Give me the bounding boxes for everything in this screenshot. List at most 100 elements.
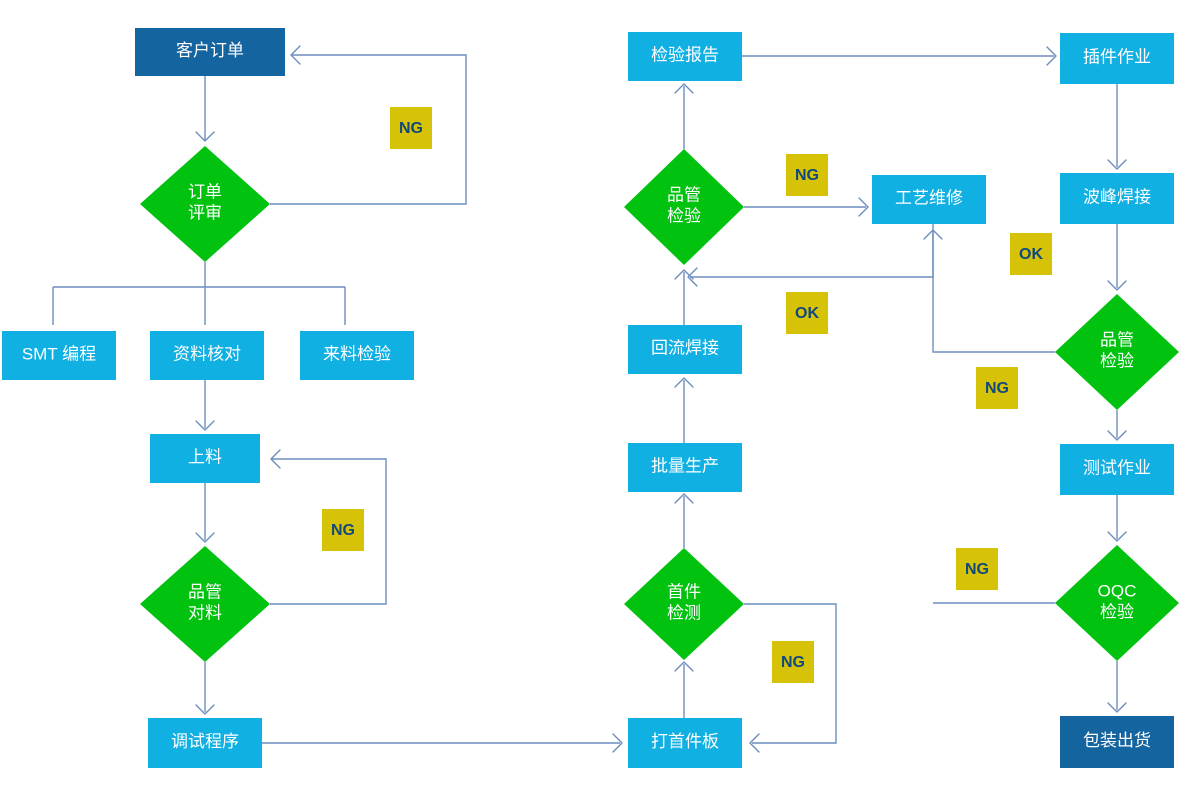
node-label: 资料核对 [173, 345, 241, 364]
flow-node-n10[interactable]: 首件检测 [624, 548, 744, 660]
edge-tag-ng: NG [322, 509, 364, 551]
process-box [628, 443, 742, 492]
flow-node-n16[interactable]: 插件作业 [1060, 33, 1174, 84]
process-box [1060, 173, 1174, 224]
process-box [150, 331, 264, 380]
decision-diamond [140, 546, 270, 662]
process-box [872, 175, 986, 224]
flow-connector [932, 232, 1055, 353]
connector-arrowhead [1107, 280, 1127, 291]
tag-background [322, 509, 364, 551]
flow-node-n18[interactable]: 品管检验 [1055, 294, 1179, 410]
connector-arrowhead [195, 704, 215, 715]
connector-arrowhead [674, 83, 694, 94]
tag-background [772, 641, 814, 683]
node-label: 插件作业 [1083, 48, 1151, 67]
node-label: SMT 编程 [22, 345, 96, 364]
decision-diamond [624, 548, 744, 660]
process-box [628, 32, 742, 81]
tag-label: NG [795, 167, 819, 184]
connector-arrowhead [195, 420, 215, 431]
node-label: 工艺维修 [895, 189, 963, 208]
decision-diamond [140, 146, 270, 262]
node-label: 上料 [188, 448, 222, 467]
tag-label: NG [985, 380, 1009, 397]
flow-node-n19[interactable]: 测试作业 [1060, 444, 1174, 495]
process-box [1060, 33, 1174, 84]
connector-arrowhead [1107, 430, 1127, 441]
node-label: 客户订单 [176, 41, 244, 60]
node-label: 调试程序 [171, 732, 239, 751]
tag-layer: NG NG NG OK OK NG NG NG [322, 107, 1052, 683]
flow-connector [270, 54, 467, 205]
connector-arrowhead [674, 269, 694, 280]
process-box [1060, 444, 1174, 495]
connector-arrowhead [674, 493, 694, 504]
node-label: 品管检验 [667, 186, 701, 226]
flow-node-n4[interactable]: 资料核对 [150, 331, 264, 380]
flow-node-n11[interactable]: 批量生产 [628, 443, 742, 492]
flow-node-n21[interactable]: 包装出货 [1060, 716, 1174, 768]
tag-background [786, 292, 828, 334]
flow-node-n17[interactable]: 波峰焊接 [1060, 173, 1174, 224]
edge-tag-ok: OK [786, 292, 828, 334]
connector-arrowhead [1107, 531, 1127, 542]
connector-arrowhead [1046, 46, 1057, 66]
tag-background [976, 367, 1018, 409]
edge-tag-ok: OK [1010, 233, 1052, 275]
tag-background [786, 154, 828, 196]
node-label: 打首件板 [651, 732, 719, 751]
node-label: 来料检验 [323, 345, 391, 364]
connector-arrowhead [674, 661, 694, 672]
node-label: 首件检测 [667, 583, 701, 623]
flow-node-n9[interactable]: 打首件板 [628, 718, 742, 768]
flow-connector [52, 262, 346, 325]
flow-node-n1[interactable]: 客户订单 [135, 28, 285, 76]
decision-diamond [1055, 294, 1179, 410]
node-label: 包装出货 [1083, 731, 1151, 750]
flow-node-n12[interactable]: 回流焊接 [628, 325, 742, 374]
connector-arrowhead [612, 733, 623, 753]
decision-diamond [1055, 545, 1179, 661]
node-label: 波峰焊接 [1083, 188, 1151, 207]
flow-node-n5[interactable]: 来料检验 [300, 331, 414, 380]
connector-arrowhead [290, 45, 301, 65]
tag-label: OK [1019, 246, 1043, 263]
tag-label: NG [965, 561, 989, 578]
tag-label: NG [781, 654, 805, 671]
node-label: 批量生产 [651, 457, 719, 476]
connector-arrowhead [1107, 702, 1127, 713]
tag-background [390, 107, 432, 149]
connector-arrowhead [674, 377, 694, 388]
connector-arrowhead [195, 131, 215, 142]
node-label: 订单评审 [188, 183, 222, 223]
connector-arrowhead [687, 267, 698, 287]
flow-node-n7[interactable]: 品管对料 [140, 546, 270, 662]
flow-connector [270, 458, 387, 605]
flow-node-n3[interactable]: SMT 编程 [2, 331, 116, 380]
process-box [2, 331, 116, 380]
process-box [628, 718, 742, 768]
node-label: 品管检验 [1100, 331, 1134, 371]
flow-node-n15[interactable]: 工艺维修 [872, 175, 986, 224]
flow-node-n2[interactable]: 订单评审 [140, 146, 270, 262]
flow-node-n14[interactable]: 检验报告 [628, 32, 742, 81]
connector-arrowhead [858, 197, 869, 217]
tag-label: NG [399, 120, 423, 137]
terminal-box [1060, 716, 1174, 768]
connector-arrowhead [749, 733, 760, 753]
process-box [628, 325, 742, 374]
flow-node-n13[interactable]: 品管检验 [624, 149, 744, 265]
terminal-box [135, 28, 285, 76]
flow-node-n8[interactable]: 调试程序 [148, 718, 262, 768]
flow-connector [690, 224, 934, 278]
process-box [150, 434, 260, 483]
process-box [148, 718, 262, 768]
flow-node-n6[interactable]: 上料 [150, 434, 260, 483]
tag-background [956, 548, 998, 590]
flow-connector [744, 603, 837, 744]
